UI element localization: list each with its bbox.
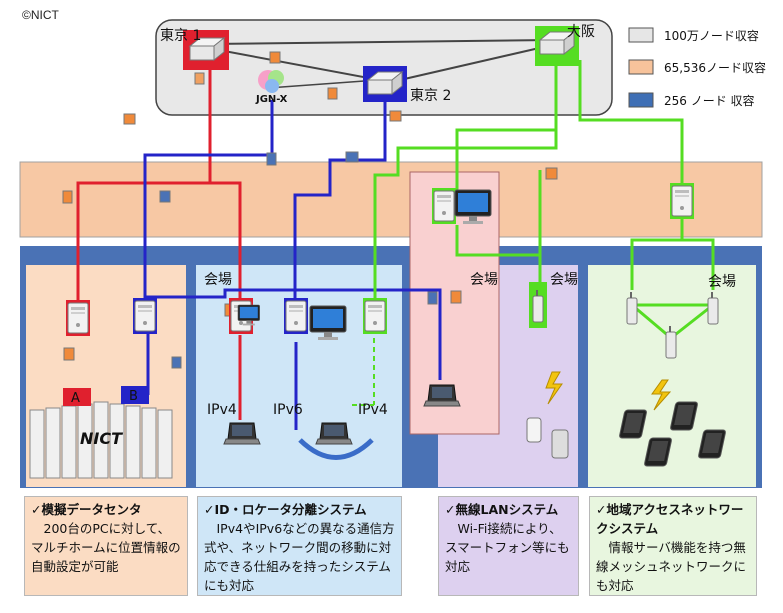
legend-label-256: 256 ノード 収容 bbox=[664, 93, 755, 108]
datacenter-description: ✓模擬データセンタ 200台のPCに対して、マルチホームに位置情報の自動設定が可… bbox=[24, 496, 188, 596]
regional-access-body: 情報サーバ機能を持つ無線メッシュネットワークにも対応 bbox=[596, 540, 747, 593]
datacenter-body: 200台のPCに対して、マルチホームに位置情報の自動設定が可能 bbox=[31, 521, 181, 574]
id-locator-description: ✓ID・ロケータ分離システム IPv4やIPv6などの異なる通信方式や、ネットワ… bbox=[197, 496, 402, 596]
tokyo2-label: 東京 2 bbox=[410, 88, 451, 104]
group-a-label: A bbox=[71, 391, 80, 406]
regional-access-title: ✓地域アクセスネットワークシステム bbox=[596, 502, 744, 536]
legend-label-65536: 65,536ノード収容 bbox=[664, 60, 766, 75]
group-b-label: B bbox=[129, 389, 138, 404]
venue-label-pink: 会場 bbox=[470, 272, 498, 288]
osaka-label: 大阪 bbox=[567, 24, 595, 40]
datacenter-title: ✓模擬データセンタ bbox=[31, 502, 142, 517]
regional-access-description: ✓地域アクセスネットワークシステム 情報サーバ機能を持つ無線メッシュネットワーク… bbox=[589, 496, 757, 596]
venue-label-id: 会場 bbox=[204, 272, 232, 288]
wireless-lan-title: ✓無線LANシステム bbox=[445, 502, 559, 517]
ipv6-label: IPv6 bbox=[273, 402, 303, 418]
copyright-label: ©NICT bbox=[22, 8, 59, 22]
ipv4-left-label: IPv4 bbox=[207, 402, 237, 418]
ipv4-right-label: IPv4 bbox=[358, 402, 388, 418]
venue-label-wireless: 会場 bbox=[550, 272, 578, 288]
jgn-logo: JGN-X bbox=[255, 94, 288, 105]
tokyo1-label: 東京 1 bbox=[160, 28, 201, 44]
wireless-lan-body: Wi-Fi接続により、スマートフォン等にも対応 bbox=[445, 521, 570, 574]
wireless-lan-description: ✓無線LANシステム Wi-Fi接続により、スマートフォン等にも対応 bbox=[438, 496, 579, 596]
legend-label-1m: 100万ノード収容 bbox=[664, 28, 759, 43]
venue-label-regional: 会場 bbox=[708, 274, 736, 290]
nict-logo: NICT bbox=[80, 429, 123, 448]
id-locator-body: IPv4やIPv6などの異なる通信方式や、ネットワーク間の移動に対応できる仕組み… bbox=[204, 521, 395, 593]
id-locator-title: ✓ID・ロケータ分離システム bbox=[204, 502, 367, 517]
